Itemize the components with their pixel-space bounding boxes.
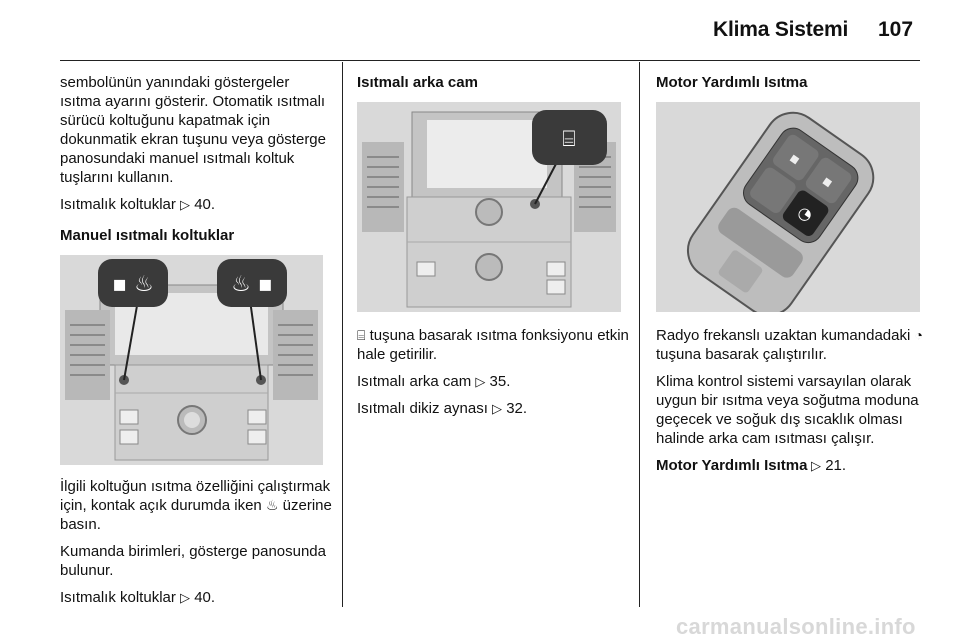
ref-arrow-icon: ▷ xyxy=(180,590,191,605)
column-1: sembolünün yanındaki göstergeler ısıtma … xyxy=(60,73,332,615)
cross-reference[interactable]: Motor Yardımlı Isıtma ▷ 21. xyxy=(656,456,928,475)
ref-text: Motor Yardımlı Isıtma xyxy=(656,457,808,474)
text-part: Radyo frekanslı uzaktan kumandadaki xyxy=(656,327,915,344)
column-2: Isıtmalı arka cam ⌸ ⌸ tuşuna basarak ısı… xyxy=(357,73,629,426)
svg-text:▪ ♨: ▪ ♨ xyxy=(112,272,154,297)
column-divider-2 xyxy=(639,62,640,607)
text-part: İlgili koltuğun ısıtma özelliğini çalışt… xyxy=(60,478,331,514)
ref-page: 21. xyxy=(821,457,847,474)
column-3: Motor Yardımlı Isıtma ◔ ▪ ▪ Radyo frekan… xyxy=(656,73,928,483)
seat-heat-icon: ♨ xyxy=(265,497,279,513)
text-part: üzerine basın. xyxy=(60,497,332,533)
ref-page: 35. xyxy=(485,373,511,390)
ref-text: Isıtmalı arka cam xyxy=(357,373,476,390)
instruction-paragraph: Radyo frekanslı uzaktan kumandadaki ◔ tu… xyxy=(656,326,928,364)
section-heading: Motor Yardımlı Isıtma xyxy=(656,74,808,91)
ref-page: 32. xyxy=(502,400,528,417)
ref-text: Isıtmalı dikiz aynası xyxy=(357,400,493,417)
text-part: tuşuna basarak ısıtma fonksiyonu etkin h… xyxy=(357,327,629,363)
ref-text: Isıtmalık koltuklar xyxy=(60,589,181,606)
svg-text:♨ ▪: ♨ ▪ xyxy=(231,272,273,297)
cross-reference[interactable]: Isıtmalık koltuklar ▷ 40. xyxy=(60,195,332,214)
page-title: Klima Sistemi xyxy=(713,18,849,41)
ref-arrow-icon: ▷ xyxy=(492,401,503,416)
ref-page: 40. xyxy=(190,589,216,606)
cross-reference[interactable]: Isıtmalı dikiz aynası ▷ 32. xyxy=(357,399,629,418)
text-part: tuşuna basarak çalıştırılır. xyxy=(656,346,827,363)
instruction-paragraph: İlgili koltuğun ısıtma özelliğini çalışt… xyxy=(60,477,332,534)
ref-arrow-icon: ▷ xyxy=(180,197,191,212)
ref-text: Isıtmalık koltuklar xyxy=(60,196,181,213)
ref-arrow-icon: ▷ xyxy=(807,458,822,473)
cross-reference[interactable]: Isıtmalı arka cam ▷ 35. xyxy=(357,372,629,391)
instruction-paragraph: ⌸ tuşuna basarak ısıtma fonksiyonu etkin… xyxy=(357,326,629,364)
section-heading: Manuel ısıtmalı koltuklar xyxy=(60,227,235,244)
description-paragraph: Klima kontrol sistemi varsayılan olarak … xyxy=(656,373,919,447)
column-divider-1 xyxy=(342,62,343,607)
watermark: carmanualsonline.info xyxy=(676,614,916,639)
ref-arrow-icon: ▷ xyxy=(475,374,486,389)
section-heading: Isıtmalı arka cam xyxy=(357,74,478,91)
heated-seat-controls-figure: ▪ ♨ ♨ ▪ xyxy=(60,255,323,465)
remote-key-figure: ◔ ▪ ▪ xyxy=(656,102,920,312)
location-paragraph: Kumanda birimleri, gösterge panosunda bu… xyxy=(60,543,326,579)
svg-text:⌸: ⌸ xyxy=(562,127,575,152)
cross-reference[interactable]: Isıtmalık koltuklar ▷ 40. xyxy=(60,588,332,607)
remote-heat-icon: ◔ xyxy=(914,327,923,343)
intro-paragraph: sembolünün yanındaki göstergeler ısıtma … xyxy=(60,74,326,186)
rear-defrost-icon: ⌸ xyxy=(357,327,366,343)
page-number: 107 xyxy=(878,18,914,41)
rear-defrost-figure: ⌸ xyxy=(357,102,621,312)
ref-page: 40. xyxy=(190,196,216,213)
header-rule xyxy=(60,60,920,61)
